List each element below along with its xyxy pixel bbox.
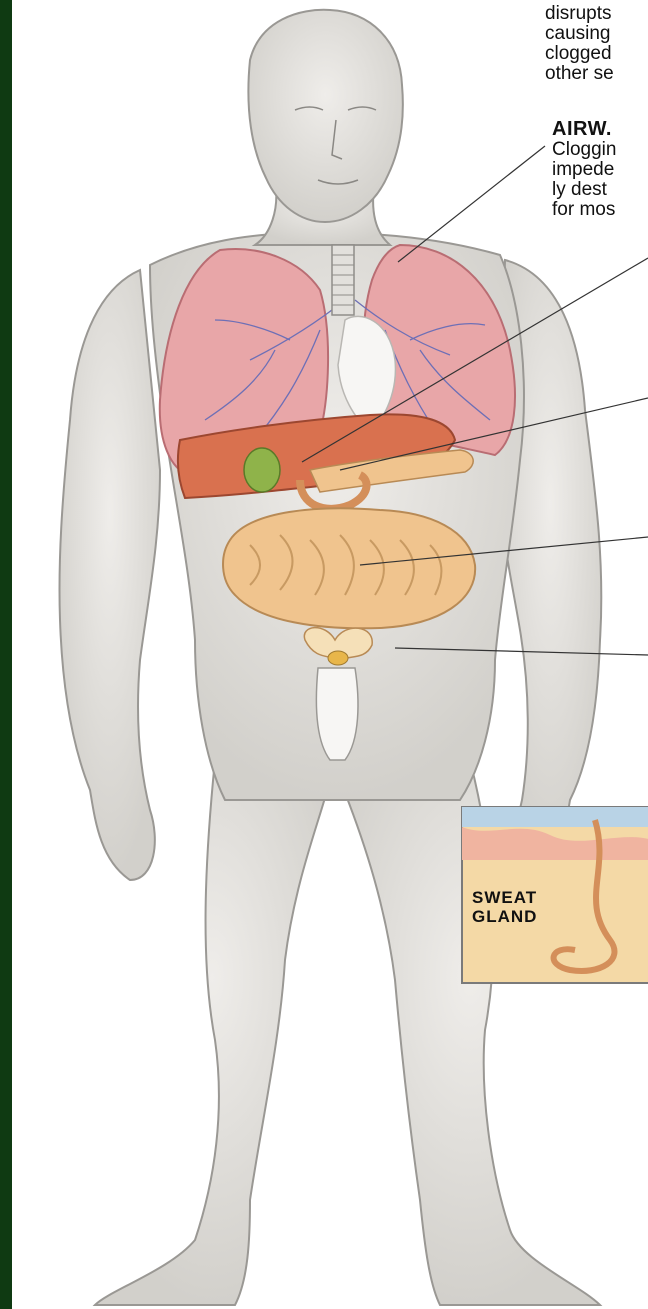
sweat-gland-label: SWEAT [472, 888, 537, 907]
airway-heading: AIRW. [552, 120, 612, 139]
text-line: other se [545, 64, 614, 83]
left-arm [59, 270, 160, 880]
airway-text-line: Cloggin [552, 140, 616, 159]
sweat-gland-label: GLAND [472, 907, 537, 926]
text-line: clogged [545, 44, 612, 63]
airway-text-line: ly dest [552, 180, 607, 199]
intestines [223, 508, 475, 628]
text-line: disrupts [545, 4, 612, 23]
head [248, 10, 402, 222]
text-line: causing [545, 24, 611, 43]
gallbladder [244, 448, 280, 492]
airway-text-line: impede [552, 160, 614, 179]
airway-text-line: for mos [552, 200, 615, 219]
